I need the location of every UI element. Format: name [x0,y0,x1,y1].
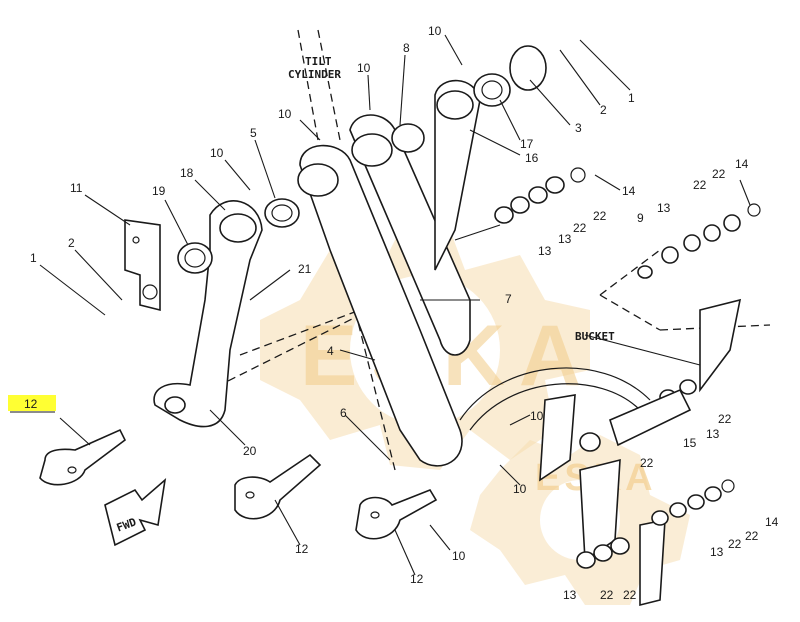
washer-stack-right [494,167,761,279]
callout-10[interactable]: 10 [428,24,442,38]
callout-22[interactable]: 22 [728,537,742,551]
callout-7[interactable]: 7 [505,292,512,306]
callout-1[interactable]: 1 [30,251,37,265]
callout-12[interactable]: 12 [295,542,309,556]
leader-lines [39,34,751,576]
callout-22[interactable]: 22 [693,178,707,192]
callout-6[interactable]: 6 [340,406,347,420]
bucket-label: BUCKET [575,330,615,343]
callout-18[interactable]: 18 [180,166,194,180]
tilt-cylinder-label-line2: CYLINDER [288,68,341,81]
callout-10[interactable]: 10 [210,146,224,160]
callout-22[interactable]: 22 [573,221,587,235]
callout-20[interactable]: 20 [243,444,257,458]
callout-2[interactable]: 2 [68,236,75,250]
callout-2[interactable]: 2 [600,103,607,117]
callout-14[interactable]: 14 [735,157,749,171]
bucket-outline [459,298,742,607]
callout-22[interactable]: 22 [593,209,607,223]
callout-10[interactable]: 10 [530,409,544,423]
callout-13[interactable]: 13 [538,244,552,258]
callout-22[interactable]: 22 [640,456,654,470]
callout-13[interactable]: 13 [558,232,572,246]
washer-stack-lower [576,379,735,569]
callout-14[interactable]: 14 [622,184,636,198]
bracket [124,219,161,312]
callout-9[interactable]: 9 [637,211,644,225]
callout-19[interactable]: 19 [152,184,166,198]
tilt-lever [153,200,263,428]
callout-22[interactable]: 22 [745,529,759,543]
tilt-cylinder-label-line1: TILT [305,55,332,68]
callout-13[interactable]: 13 [710,545,724,559]
lift-arm [297,79,481,467]
callout-22[interactable]: 22 [718,412,732,426]
callout-10[interactable]: 10 [513,482,527,496]
callout-3[interactable]: 3 [575,121,582,135]
bushings [177,45,547,274]
callout-13[interactable]: 13 [563,588,577,602]
callout-22[interactable]: 22 [600,588,614,602]
callout-16[interactable]: 16 [525,151,539,165]
highlight-marker [8,395,56,411]
callout-10[interactable]: 10 [357,61,371,75]
callout-21[interactable]: 21 [298,262,312,276]
callout-17[interactable]: 17 [520,137,534,151]
callout-13[interactable]: 13 [657,201,671,215]
callout-1[interactable]: 1 [628,91,635,105]
pins [39,428,438,540]
fwd-arrow: FWD [104,477,167,547]
watermark-gear-small [470,435,690,605]
callout-11[interactable]: 11 [70,181,83,195]
callout-4[interactable]: 4 [327,344,334,358]
callout-14[interactable]: 14 [765,515,779,529]
callout-8[interactable]: 8 [403,41,410,55]
callout-22[interactable]: 22 [623,588,637,602]
callout-15[interactable]: 15 [683,436,697,450]
callout-10[interactable]: 10 [452,549,466,563]
callouts: 1 2 3 17 16 10 8 10 10 5 10 18 19 11 2 1… [30,24,779,602]
callout-5[interactable]: 5 [250,126,257,140]
callout-10[interactable]: 10 [278,107,292,121]
callout-13[interactable]: 13 [706,427,720,441]
callout-12[interactable]: 12 [410,572,424,586]
highlighted-callout-12[interactable]: 12 [24,397,38,411]
callout-22[interactable]: 22 [712,167,726,181]
watermark-gear [260,230,590,470]
